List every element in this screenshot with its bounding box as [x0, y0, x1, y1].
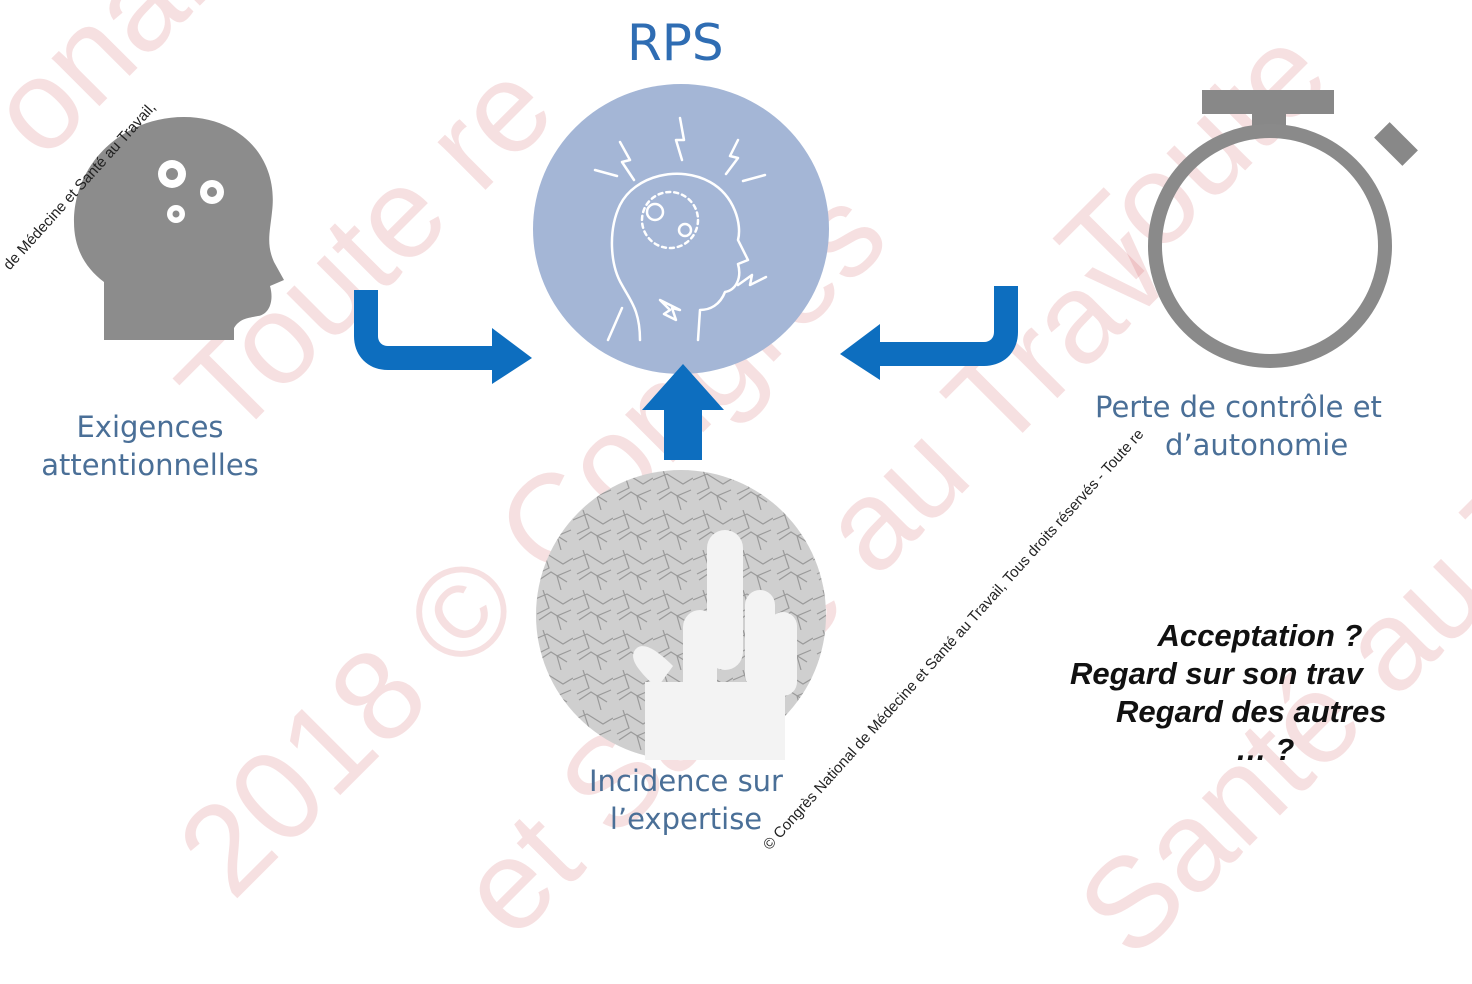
- question-line: … ?: [1235, 732, 1295, 767]
- question-line: Acceptation ?: [1157, 618, 1363, 653]
- right-node-line1: Perte de contrôle et: [1095, 390, 1382, 424]
- arrow-up-icon: [642, 364, 724, 460]
- bottom-node-line2: l’expertise: [609, 802, 763, 836]
- head-gears-icon: [74, 117, 284, 340]
- diagram-title: RPS: [627, 14, 724, 72]
- questions-block: Acceptation ? Regard sur son trav Regard…: [1040, 617, 1472, 769]
- left-node-line1: Exigences: [76, 410, 224, 444]
- stressed-head-icon: [593, 116, 768, 342]
- hand-texture-icon: [536, 470, 826, 760]
- right-node-line2: d’autonomie: [1165, 428, 1349, 462]
- question-line: Regard sur son trav: [1070, 656, 1363, 691]
- stopwatch-icon: [1148, 90, 1418, 368]
- bottom-node-line1: Incidence sur: [589, 764, 783, 798]
- arrow-left-icon: [840, 286, 1018, 380]
- left-node-line2: attentionnelles: [41, 448, 259, 482]
- question-line: Regard des autres: [1116, 694, 1387, 729]
- right-node-label: Perte de contrôle et d’autonomie: [1095, 388, 1472, 464]
- arrow-right-icon: [354, 290, 532, 384]
- bottom-node-label: Incidence sur l’expertise: [536, 762, 836, 838]
- center-circle: [533, 84, 829, 374]
- left-node-label: Exigences attentionnelles: [20, 408, 280, 484]
